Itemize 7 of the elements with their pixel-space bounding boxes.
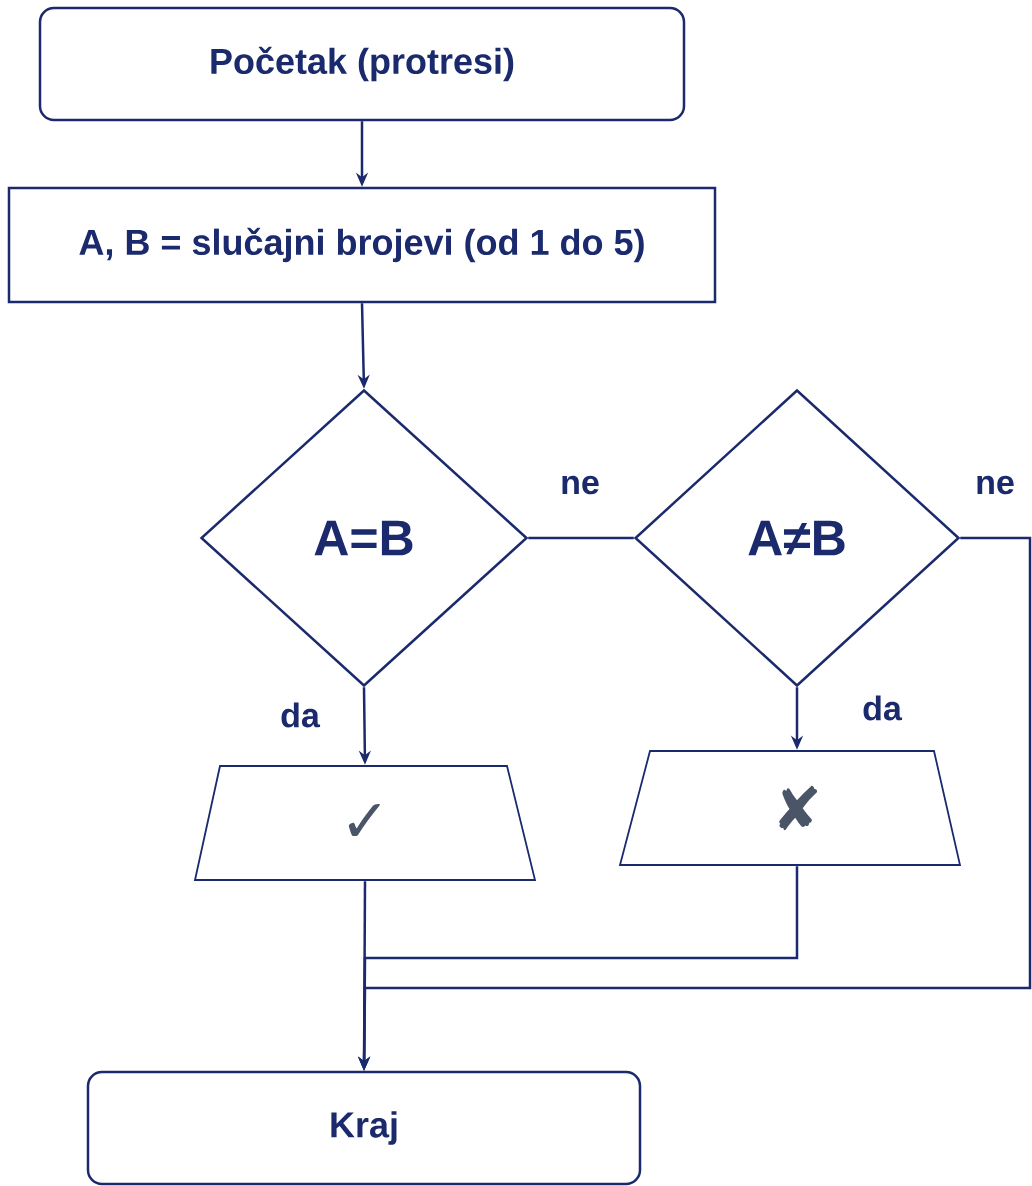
end-box: Kraj <box>86 1070 642 1186</box>
process-box: A, B = slučajni brojevi (od 1 do 5) <box>7 186 717 304</box>
edge-label: da <box>278 700 322 730</box>
edge-label: ne <box>973 473 1017 497</box>
edge-label: ne <box>558 473 602 497</box>
edge-label: da <box>860 693 904 723</box>
start-box: Početak (protresi) <box>38 6 686 122</box>
